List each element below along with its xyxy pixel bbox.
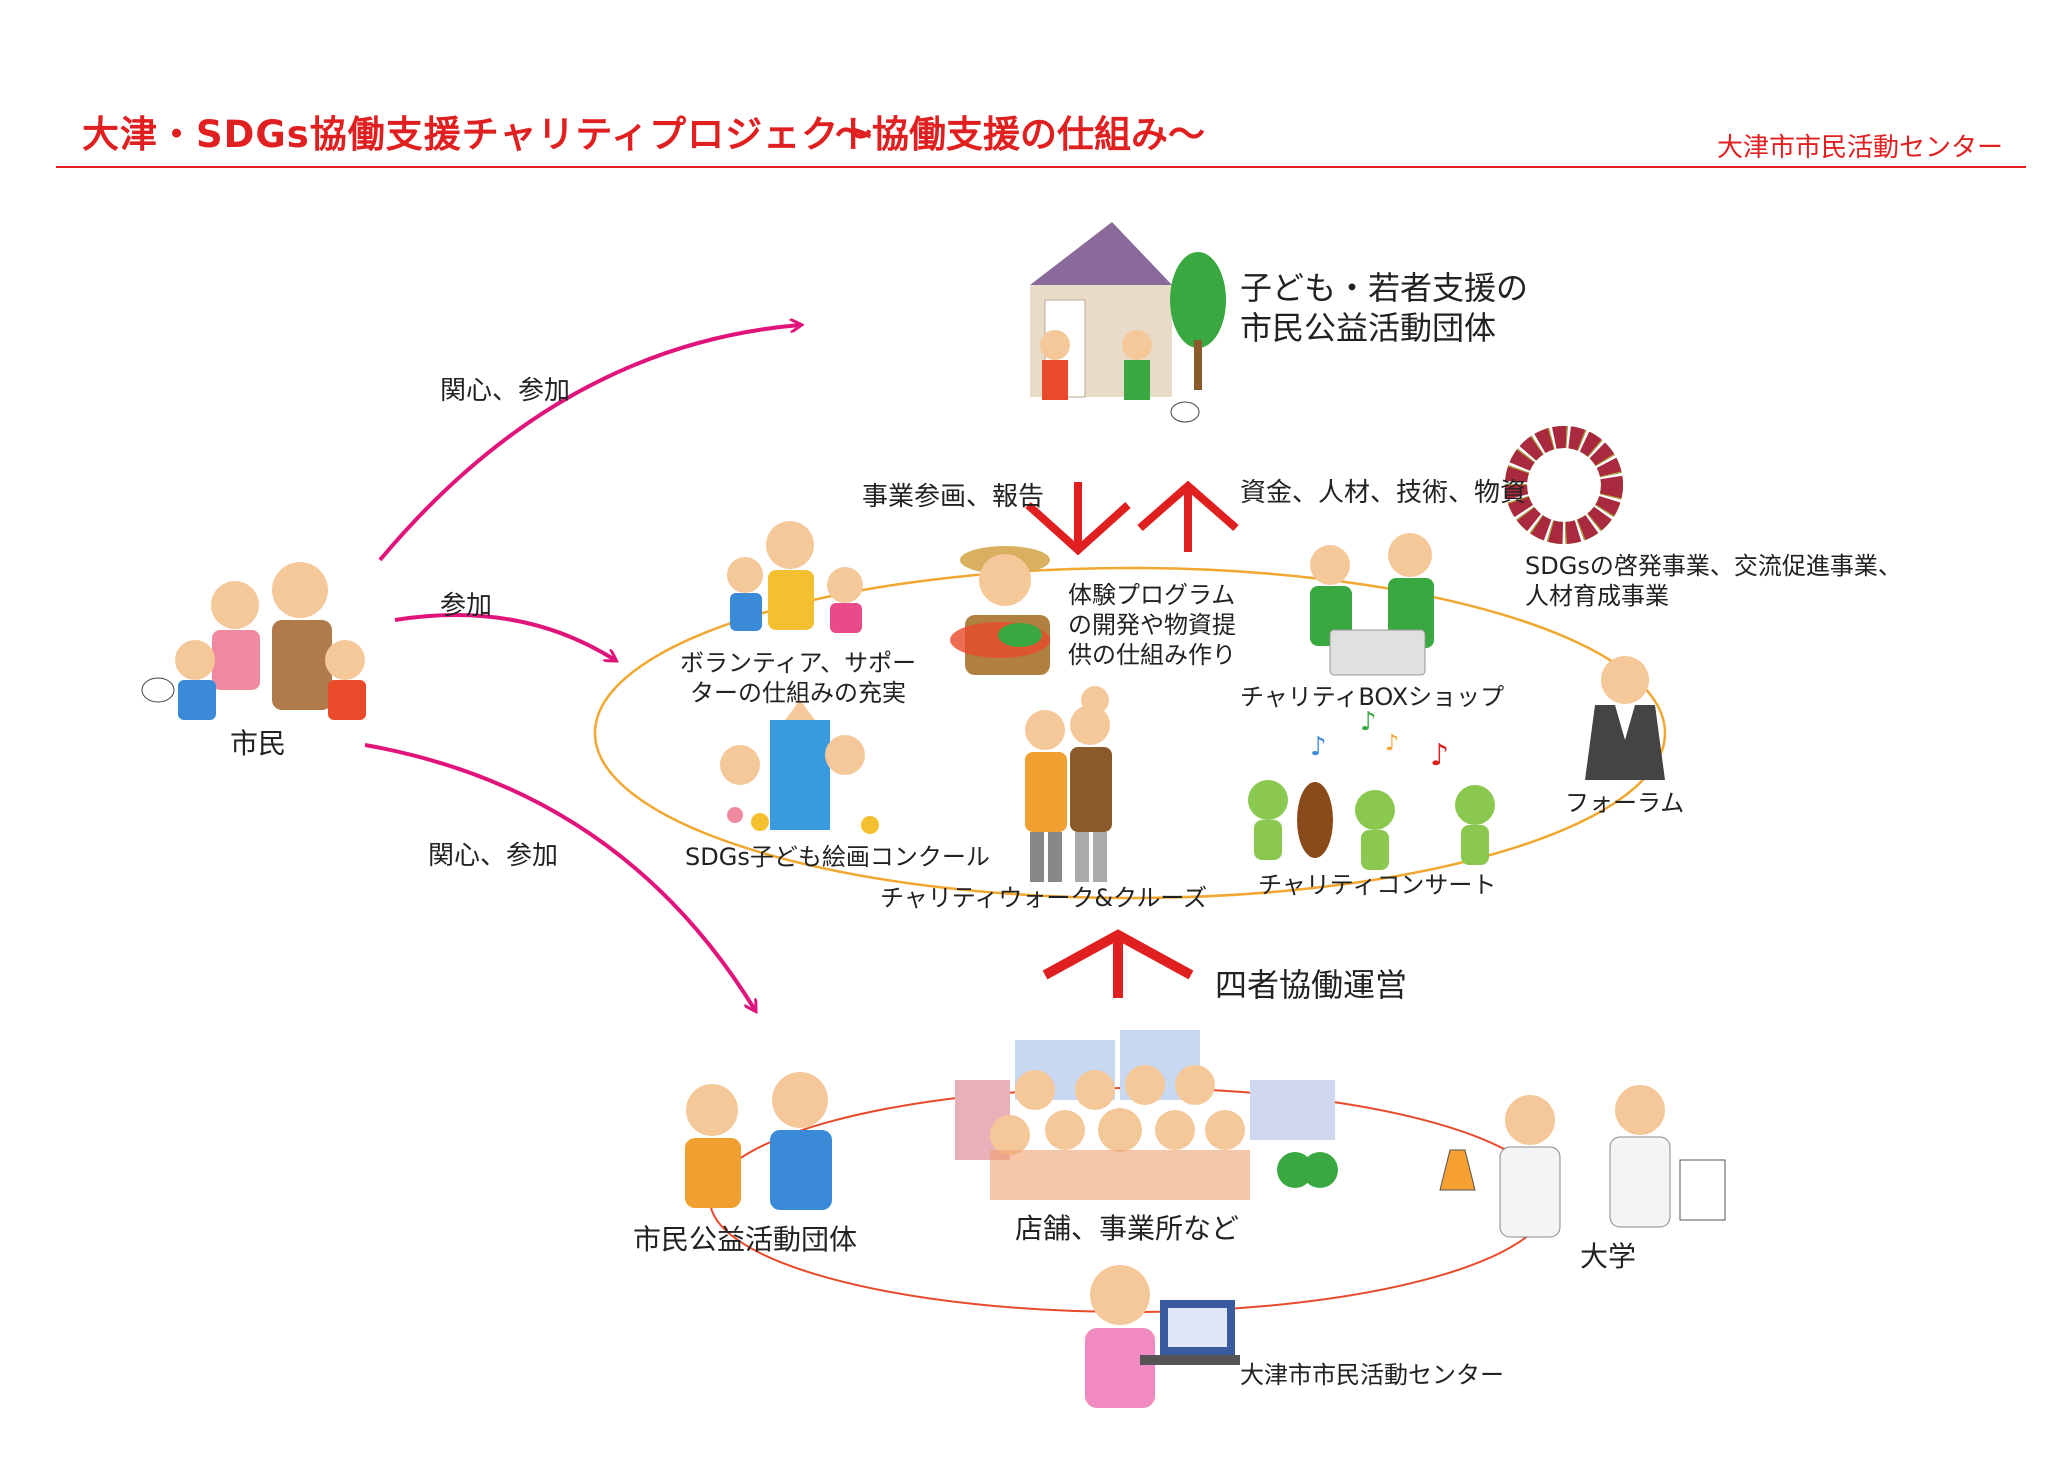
music-note-icon: ♪ [1385, 731, 1399, 756]
volunteer-line1: ボランティア、サポー [680, 649, 917, 677]
tree-illustration [1170, 252, 1226, 390]
program-line2: の開発や物資提 [1068, 611, 1236, 639]
stores-label: 店舗、事業所など [1015, 1212, 1240, 1245]
volunteer-line2: ターの仕組みの充実 [690, 679, 906, 707]
edge-resources-label: 資金、人材、技術、物資 [1240, 478, 1527, 508]
program-label: 体験プログラム の開発や物資提 供の仕組み作り [1068, 580, 1236, 670]
center-label: 大津市市民活動センター [1240, 1361, 1504, 1389]
page-title: 大津・SDGs協働支援チャリティプロジェクト [82, 113, 878, 156]
program-line1: 体験プログラム [1068, 581, 1236, 609]
sdgs-promo-line2: 人材育成事業 [1525, 582, 1669, 610]
walk-cruise-illustration [1025, 686, 1112, 882]
volunteer-label: ボランティア、サポー ターの仕組みの充実 [680, 648, 916, 708]
concert-illustration: ♪ ♪ ♪ ♪ [1248, 707, 1495, 870]
sdgs-promo-line1: SDGsの啓発事業、交流促進事業、 [1525, 552, 1902, 580]
arrow-interest-bottom [364, 743, 755, 1010]
children-illustration [1040, 330, 1200, 423]
art-contest-label: SDGs子ども絵画コンクール [685, 843, 990, 871]
forum-label: フォーラム [1565, 789, 1685, 817]
walk-cruise-label: チャリティウォーク&クルーズ [880, 884, 1208, 912]
music-note-icon: ♪ [1360, 707, 1377, 737]
edge-interest-top-label: 関心、参加 [440, 376, 571, 406]
music-note-icon: ♪ [1310, 732, 1327, 762]
stores-crowd-illustration [955, 1030, 1338, 1200]
activities-ellipse [593, 566, 1667, 900]
page-subtitle: ～協働支援の仕組み～ [835, 113, 1205, 156]
edge-four-party-label: 四者協働運営 [1215, 966, 1408, 1004]
forum-presenter-illustration [1585, 656, 1665, 780]
program-line3: 供の仕組み作り [1068, 641, 1236, 669]
arrow-participation [394, 613, 615, 660]
sdgs-wheel-icon [1505, 426, 1623, 544]
center-staff-illustration [1085, 1265, 1240, 1408]
sdgs-promo-label: SDGsの啓発事業、交流促進事業、 人材育成事業 [1525, 551, 1902, 611]
edge-project-report-label: 事業参画、報告 [862, 482, 1045, 512]
university-label: 大学 [1580, 1240, 1637, 1273]
target-org-line1: 子ども・若者支援の [1240, 269, 1529, 307]
shop-staff-illustration [1310, 533, 1434, 676]
university-illustration [1439, 1085, 1726, 1238]
target-org-line2: 市民公益活動団体 [1240, 309, 1497, 347]
concert-label: チャリティコンサート [1258, 871, 1497, 899]
arrow-up-four-party [1042, 929, 1194, 998]
box-shop-label: チャリティBOXショップ [1240, 683, 1505, 711]
farmer-illustration [950, 546, 1050, 675]
header-organization: 大津市市民活動センター [1716, 133, 2003, 163]
edge-participation-label: 参加 [440, 591, 493, 621]
civic-org-illustration [685, 1072, 832, 1210]
citizen-label: 市民 [230, 727, 287, 760]
civic-org-label: 市民公益活動団体 [633, 1223, 858, 1256]
arrow-up-red [1137, 480, 1239, 552]
arrow-interest-top [378, 325, 800, 562]
edge-interest-bottom-label: 関心、参加 [428, 841, 559, 871]
arrow-down-red [1025, 482, 1131, 556]
volunteer-illustration [727, 521, 863, 633]
citizen-family-illustration [141, 562, 366, 720]
art-contest-illustration [720, 700, 879, 834]
target-org-label: 子ども・若者支援の 市民公益活動団体 [1240, 268, 1528, 348]
header-divider [56, 166, 2026, 168]
music-note-icon: ♪ [1430, 738, 1449, 773]
